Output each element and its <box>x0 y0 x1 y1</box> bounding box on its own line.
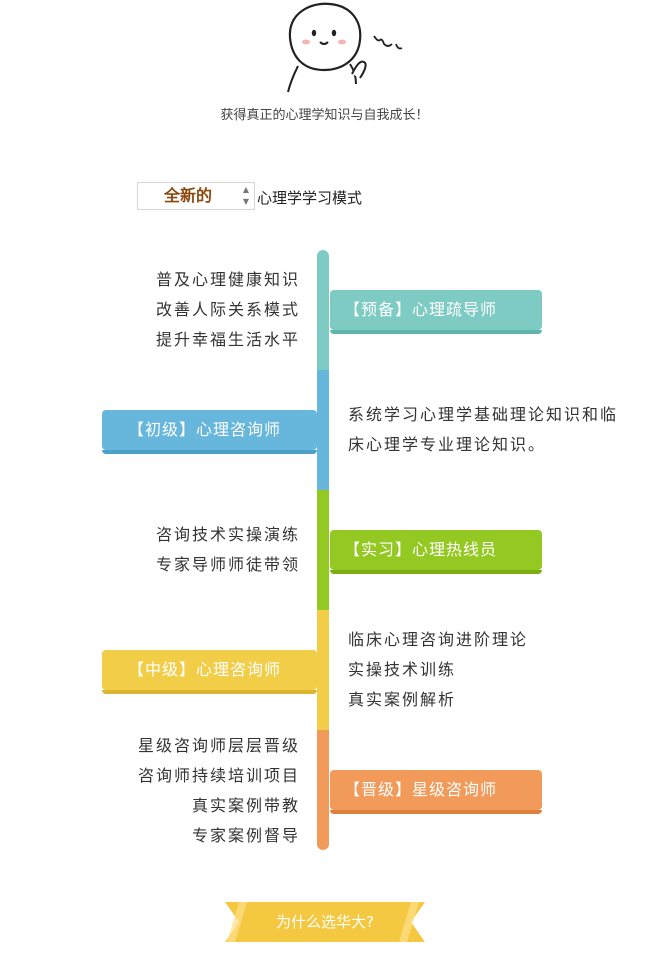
detail-line: 星级咨询师层层晋级 <box>137 736 300 755</box>
level-tag-prep: 【预备】心理疏导师 <box>330 290 542 334</box>
level-tag-label: 【实习】心理热线员 <box>344 540 498 559</box>
level-tag-label: 【中级】心理咨询师 <box>128 660 282 679</box>
ribbon-shadow <box>102 450 317 454</box>
detail-line: 普及心理健康知识 <box>155 270 300 289</box>
level-tag-intermediate: 【中级】心理咨询师 <box>102 650 317 694</box>
level-tag-intern: 【实习】心理热线员 <box>330 530 542 574</box>
level-tag-label: 【预备】心理疏导师 <box>344 300 498 319</box>
detail-line: 实操技术训练 <box>348 660 457 679</box>
stepper-up-icon[interactable]: ▲ <box>242 185 250 194</box>
spine-segment-blue <box>317 370 329 490</box>
mascot-illustration <box>287 2 403 93</box>
ribbon-shadow <box>330 810 542 814</box>
level-tag-junior: 【初级】心理咨询师 <box>102 410 317 454</box>
detail-line: 真实案例解析 <box>348 690 457 709</box>
stepper-value: 全新的 <box>163 186 212 205</box>
why-choose-button[interactable]: 为什么选华大? <box>225 902 425 942</box>
detail-line: 临床心理咨询进阶理论 <box>348 630 529 649</box>
level-details-senior: 星级咨询师层层晋级 咨询师持续培训项目 真实案例带教 专家案例督导 <box>138 731 300 851</box>
level-details-prep: 普及心理健康知识 改善人际关系模式 提升幸福生活水平 <box>156 265 300 355</box>
spine-segment-teal <box>317 250 329 370</box>
stepper-arrows[interactable]: ▲ ▼ <box>240 184 252 208</box>
stepper-down-icon[interactable]: ▼ <box>242 197 250 206</box>
spine-segment-yellow <box>317 610 329 730</box>
detail-line: 真实案例带教 <box>191 796 300 815</box>
detail-line: 床心理学专业理论知识。 <box>348 435 547 454</box>
level-tag-label: 【晋级】星级咨询师 <box>344 780 498 799</box>
detail-line: 改善人际关系模式 <box>155 300 300 319</box>
level-tag-label: 【初级】心理咨询师 <box>128 420 282 439</box>
detail-line: 提升幸福生活水平 <box>155 330 300 349</box>
ribbon-shadow <box>330 330 542 334</box>
detail-line: 咨询师持续培训项目 <box>137 766 300 785</box>
tagline-text: 获得真正的心理学知识与自我成长！ <box>220 108 429 123</box>
level-details-junior: 系统学习心理学基础理论知识和临 床心理学专业理论知识。 <box>348 400 618 460</box>
learning-mode-stepper[interactable]: 全新的 ▲ ▼ <box>137 182 255 210</box>
detail-line: 专家案例督导 <box>191 826 300 845</box>
detail-line: 系统学习心理学基础理论知识和临 <box>348 405 619 424</box>
level-details-intern: 咨询技术实操演练 专家导师师徒带领 <box>156 520 300 580</box>
spine-segment-orange <box>317 730 329 850</box>
why-choose-label: 为什么选华大? <box>276 913 374 931</box>
ribbon-shadow <box>330 570 542 574</box>
detail-line: 咨询技术实操演练 <box>155 525 300 544</box>
level-tag-senior: 【晋级】星级咨询师 <box>330 770 542 814</box>
detail-line: 专家导师师徒带领 <box>155 555 300 574</box>
level-details-intermediate: 临床心理咨询进阶理论 实操技术训练 真实案例解析 <box>348 625 528 715</box>
ribbon-shadow <box>102 690 317 694</box>
ribbon-banner-shape <box>225 902 425 942</box>
spine-segment-green <box>317 490 329 610</box>
mode-suffix-text: 心理学学习模式 <box>257 189 363 207</box>
